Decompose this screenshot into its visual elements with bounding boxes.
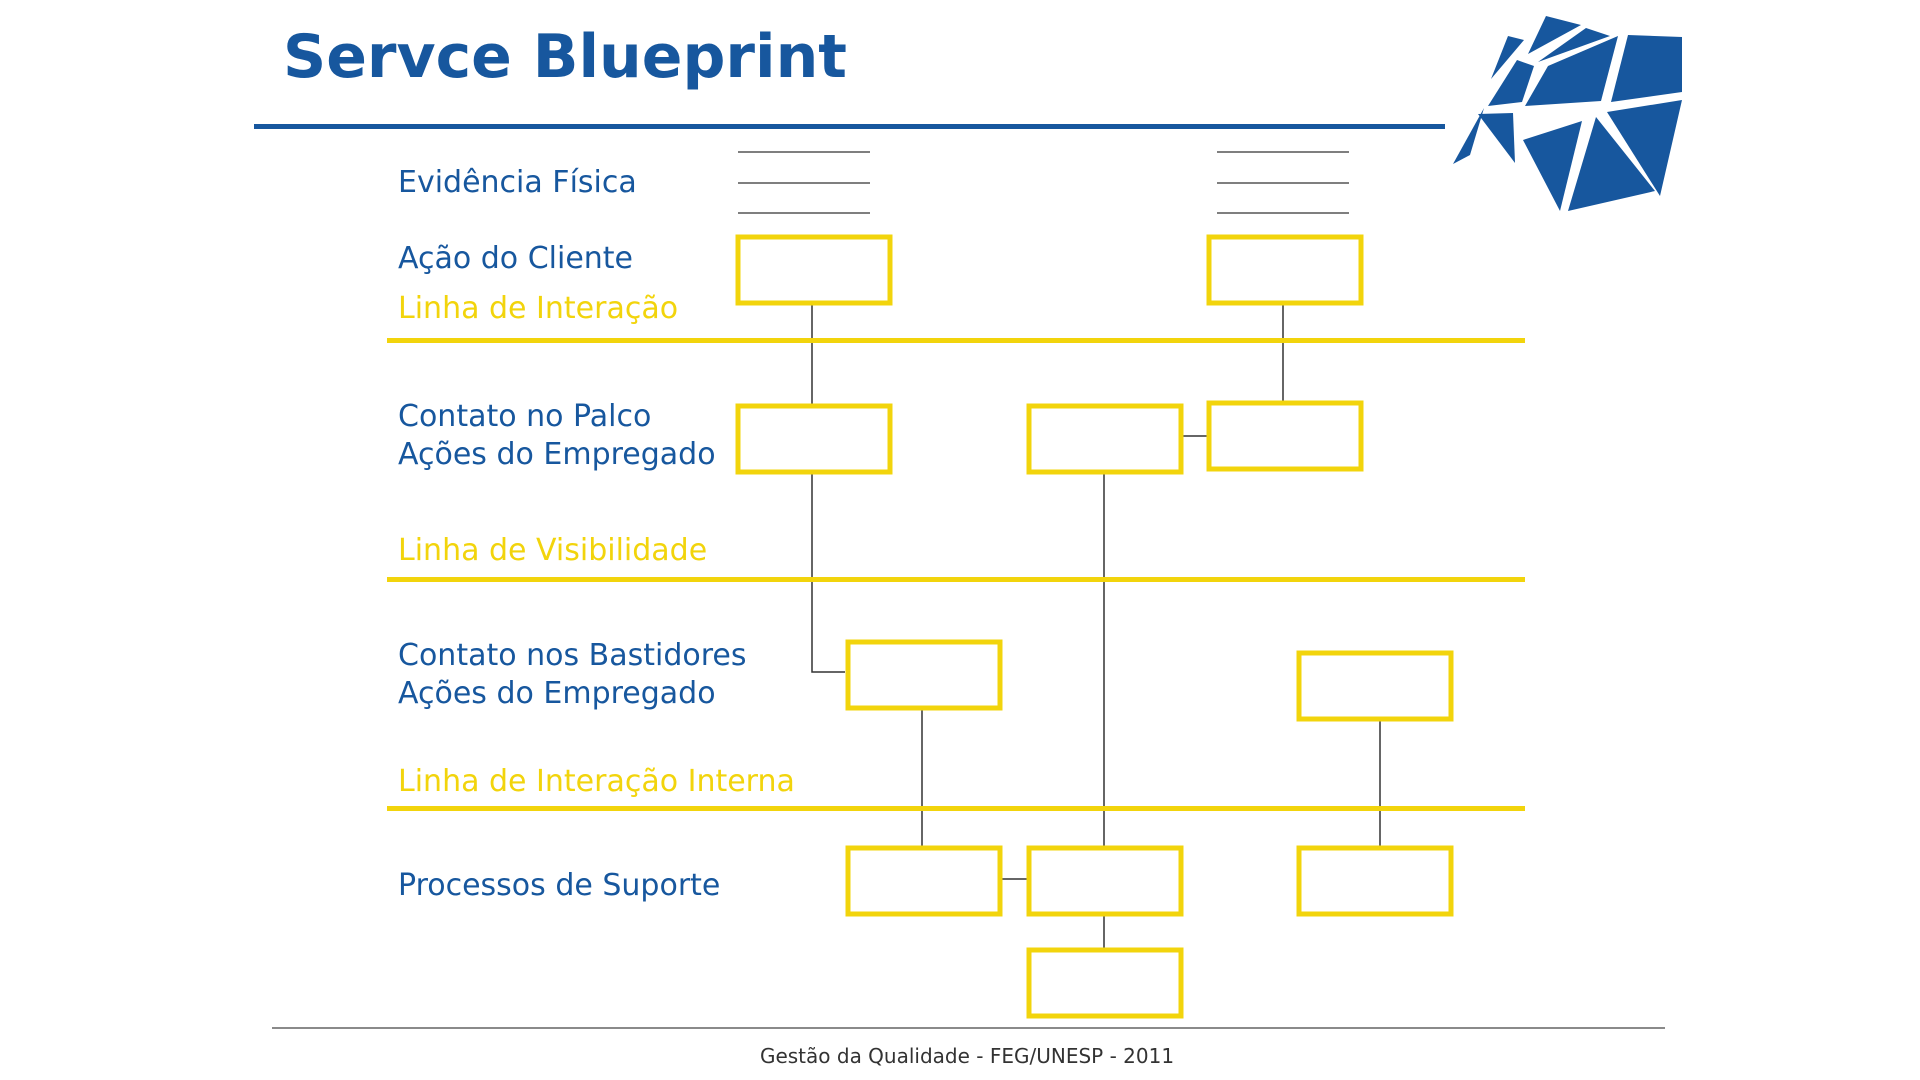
divider-lines xyxy=(387,338,1525,811)
process-box xyxy=(1026,845,1184,917)
title-underline xyxy=(254,124,1445,129)
row-label-evidencia-fisica: Evidência Física xyxy=(398,165,637,200)
evidence-lines-right xyxy=(1217,151,1349,214)
linha-visibilidade-divider xyxy=(387,577,1525,582)
process-box xyxy=(735,234,893,306)
process-box xyxy=(845,845,1003,917)
row-label-processos-suporte: Processos de Suporte xyxy=(398,868,721,903)
row-label-contato-palco: Contato no Palco xyxy=(398,399,652,434)
slide-title: Servce Blueprint xyxy=(283,22,847,92)
process-box xyxy=(735,403,893,475)
connector xyxy=(811,472,845,673)
process-box xyxy=(1206,234,1364,306)
row-label-acoes-empregado-bastidores: Ações do Empregado xyxy=(398,676,716,711)
linha-interacao-interna-divider xyxy=(387,806,1525,811)
process-box xyxy=(1206,400,1364,472)
connectors xyxy=(811,303,1381,948)
process-box xyxy=(1026,403,1184,475)
footer-text: Gestão da Qualidade - FEG/UNESP - 2011 xyxy=(759,1044,1175,1068)
process-box xyxy=(845,639,1003,711)
line-label-interacao: Linha de Interação xyxy=(398,291,679,326)
process-boxes xyxy=(735,234,1454,1019)
linha-interacao-divider xyxy=(387,338,1525,343)
process-box xyxy=(1296,650,1454,722)
row-label-acao-cliente: Ação do Cliente xyxy=(398,241,634,276)
process-box xyxy=(1026,947,1184,1019)
line-label-interacao-interna: Linha de Interação Interna xyxy=(398,764,795,799)
unesp-logo-icon xyxy=(1453,16,1682,211)
line-label-visibilidade: Linha de Visibilidade xyxy=(398,533,708,568)
footer-rule xyxy=(272,1027,1665,1029)
row-label-acoes-empregado-palco: Ações do Empregado xyxy=(398,437,716,472)
evidence-lines-left xyxy=(738,151,870,214)
process-box xyxy=(1296,845,1454,917)
row-label-contato-bastidores: Contato nos Bastidores xyxy=(398,638,747,673)
